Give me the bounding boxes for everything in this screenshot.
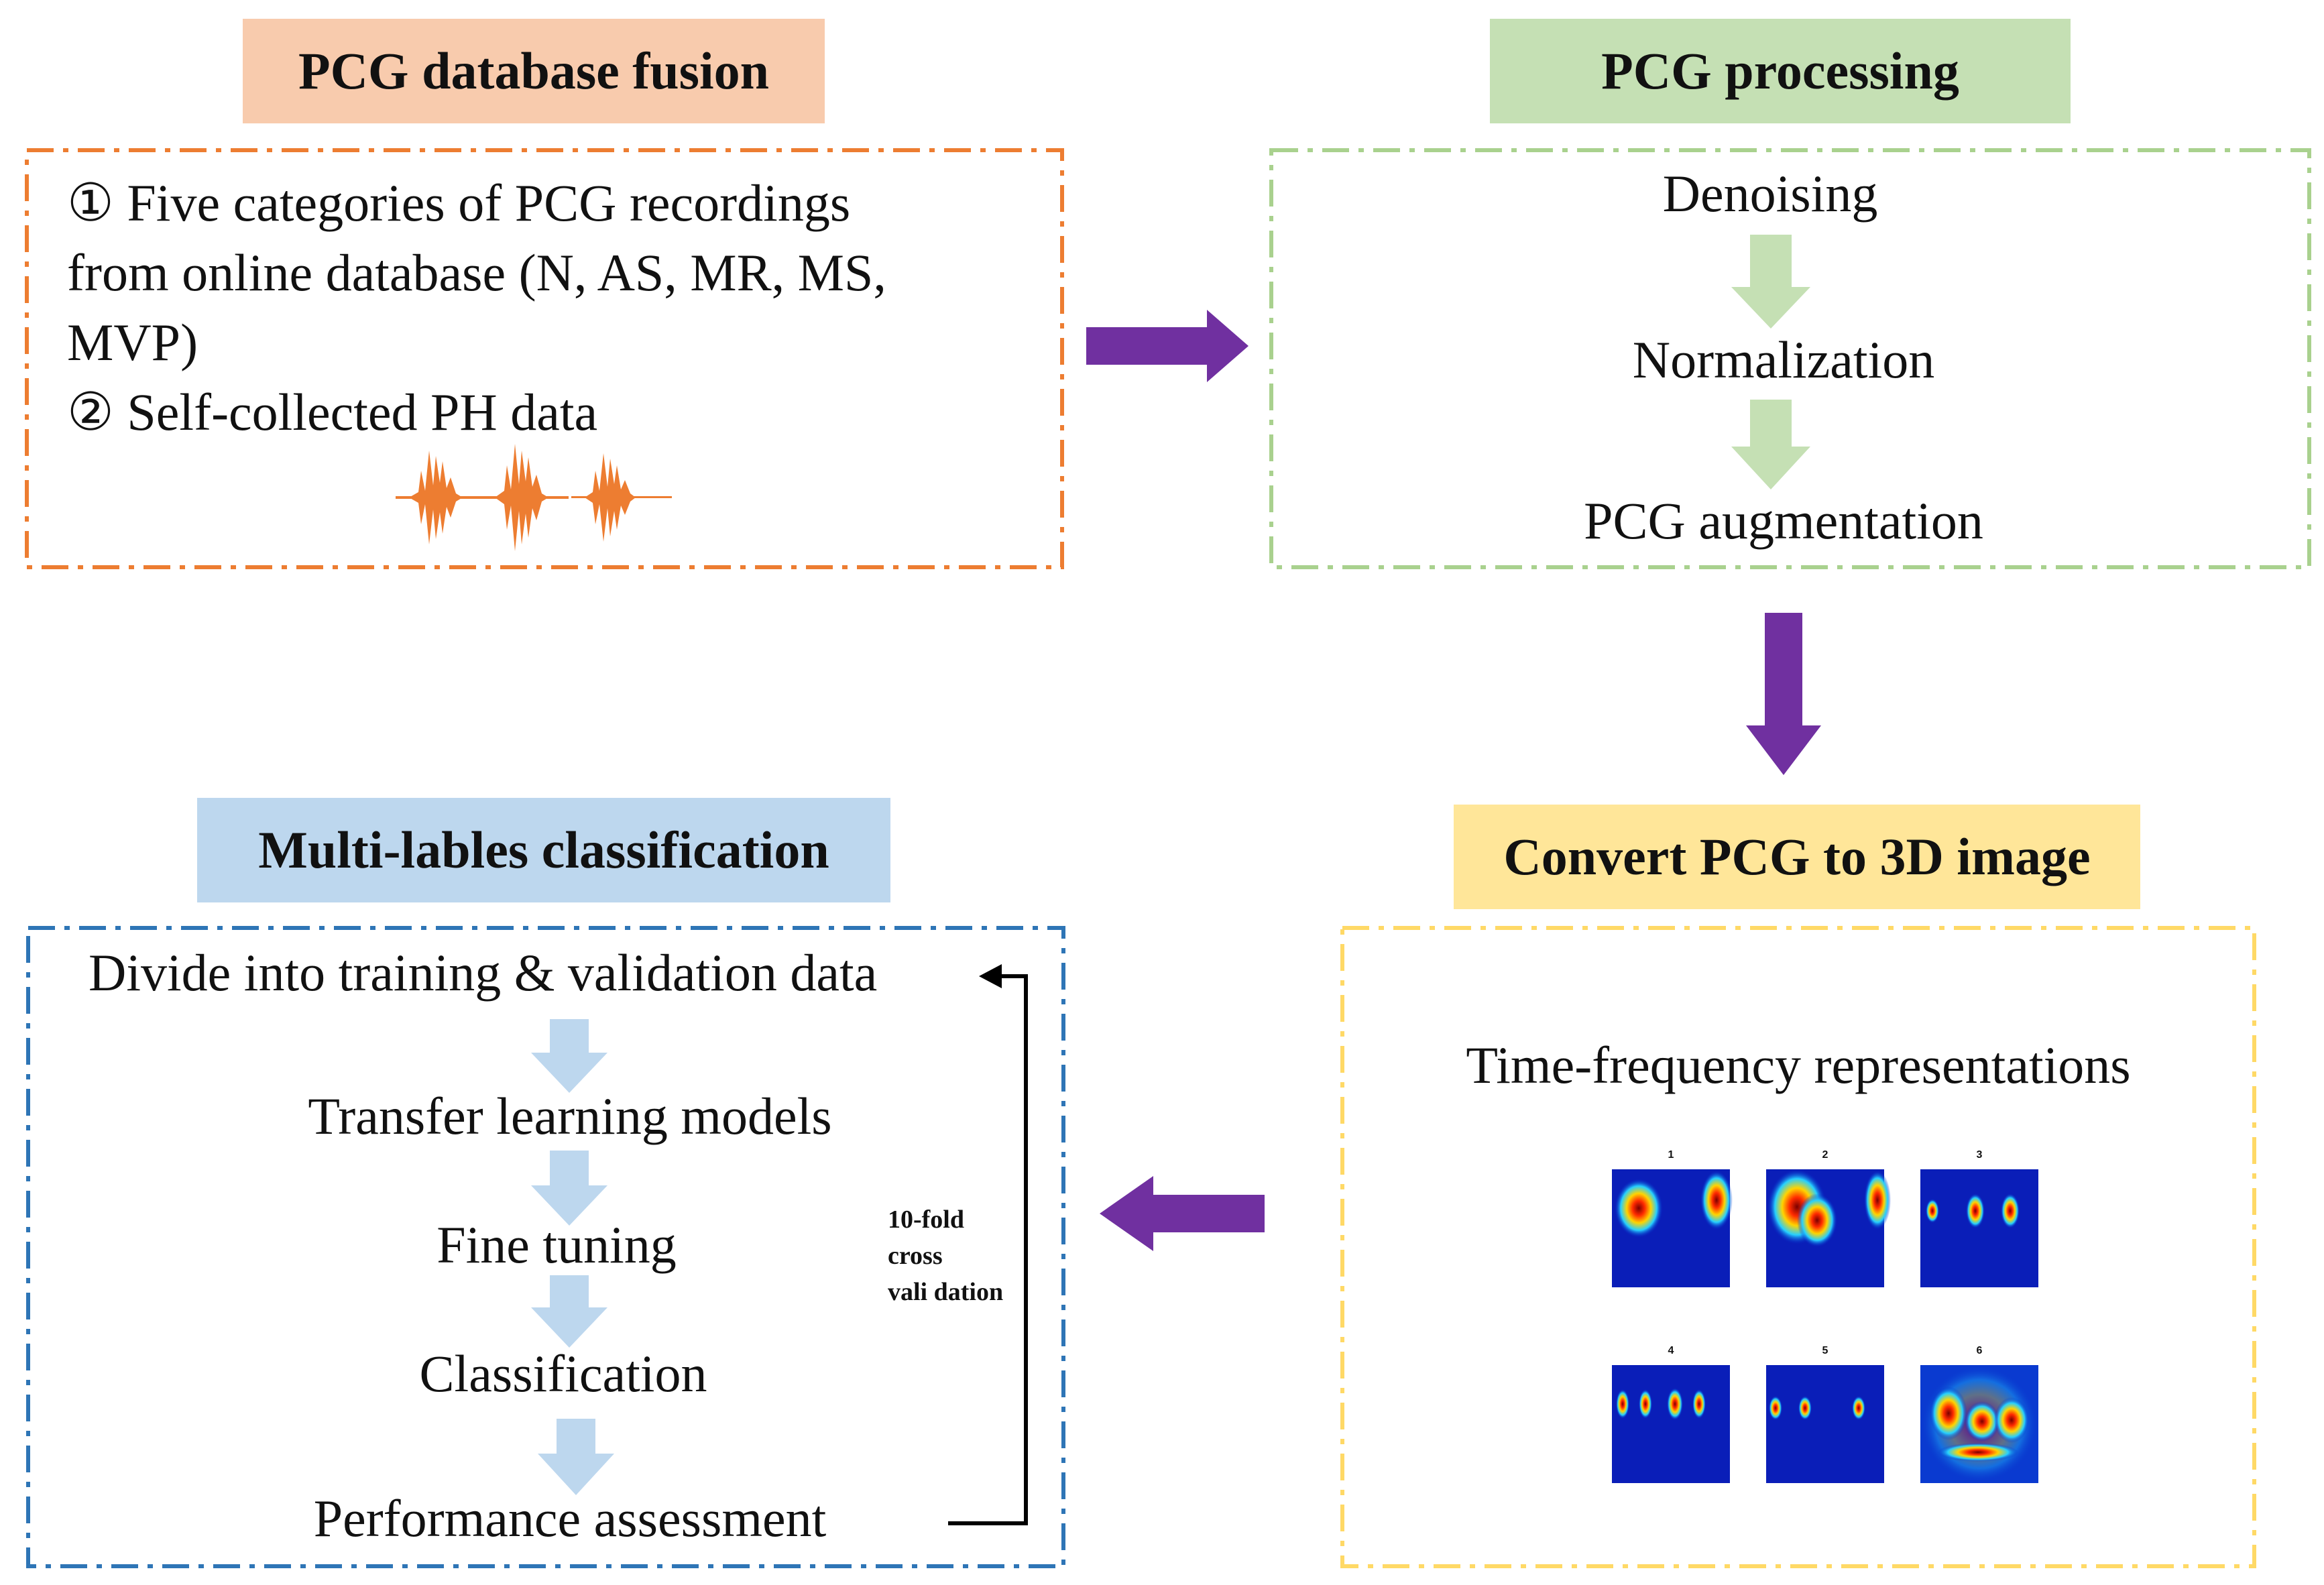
tf-image-label-3: 3 — [1976, 1149, 1983, 1161]
fusion-line-1: ① Five categories of PCG recordings — [67, 174, 851, 232]
down-arrow-icon — [531, 1019, 607, 1093]
tf-image-label-2: 2 — [1822, 1149, 1828, 1161]
classification-step-transfer: Transfer learning models — [308, 1087, 832, 1145]
convert-header: Convert PCG to 3D image — [1454, 805, 2140, 909]
tf-image-4 — [1612, 1365, 1730, 1483]
cv-label-line-2: cross — [888, 1242, 943, 1270]
tf-image-1 — [1612, 1169, 1733, 1287]
waveform-icon — [396, 444, 672, 551]
down-arrow-icon — [1731, 400, 1810, 489]
processing-panel-border — [1269, 148, 2311, 569]
classification-step-finetune: Fine tuning — [437, 1216, 677, 1274]
processing-title: PCG processing — [1601, 42, 1959, 100]
down-arrow-icon — [538, 1419, 614, 1495]
down-arrow-icon — [1731, 235, 1810, 329]
cv-label-line-3: vali dation — [888, 1278, 1004, 1306]
classification-step-assessment: Performance assessment — [313, 1489, 827, 1547]
arrow-down-icon — [1746, 613, 1821, 775]
fusion-line-4: ② Self-collected PH data — [67, 383, 598, 441]
tf-image-label-5: 5 — [1822, 1345, 1828, 1356]
down-arrow-icon — [531, 1275, 607, 1348]
processing-step-augmentation: PCG augmentation — [1584, 491, 1983, 550]
cross-validation-label: 10-fold cross vali dation — [888, 1201, 1003, 1310]
tf-image-3 — [1920, 1169, 2038, 1287]
cv-label-line-1: 10-fold — [888, 1206, 964, 1234]
classification-step-classification: Classification — [419, 1344, 707, 1403]
cross-validation-loop — [948, 964, 1028, 1525]
tf-image-label-6: 6 — [1976, 1345, 1983, 1356]
convert-subtitle: Time-frequency representations — [1466, 1036, 2131, 1094]
arrow-right-icon — [1086, 310, 1248, 382]
down-arrow-icon — [531, 1151, 607, 1226]
fusion-title: PCG database fusion — [298, 42, 770, 100]
processing-step-normalization: Normalization — [1632, 331, 1935, 389]
convert-panel-border — [1340, 926, 2256, 1568]
classification-panel-border — [26, 926, 1065, 1568]
fusion-panel-border — [25, 148, 1064, 569]
fusion-line-3: MVP) — [67, 313, 198, 371]
tf-image-2 — [1766, 1169, 1891, 1287]
tf-image-5 — [1766, 1365, 1884, 1483]
arrow-left-icon — [1100, 1176, 1265, 1251]
classification-step-divide: Divide into training & validation data — [89, 943, 878, 1002]
fusion-line-2: from online database (N, AS, MR, MS, — [67, 243, 886, 302]
convert-title: Convert PCG to 3D image — [1503, 827, 2091, 886]
fusion-header: PCG database fusion — [243, 19, 825, 123]
tf-image-6 — [1920, 1365, 2038, 1483]
classification-title: Multi-lables classification — [258, 821, 829, 879]
tf-image-label-1: 1 — [1668, 1149, 1674, 1161]
tf-image-label-4: 4 — [1668, 1345, 1674, 1356]
processing-header: PCG processing — [1490, 19, 2071, 123]
classification-header: Multi-lables classification — [197, 798, 890, 902]
processing-step-denoising: Denoising — [1662, 164, 1878, 223]
